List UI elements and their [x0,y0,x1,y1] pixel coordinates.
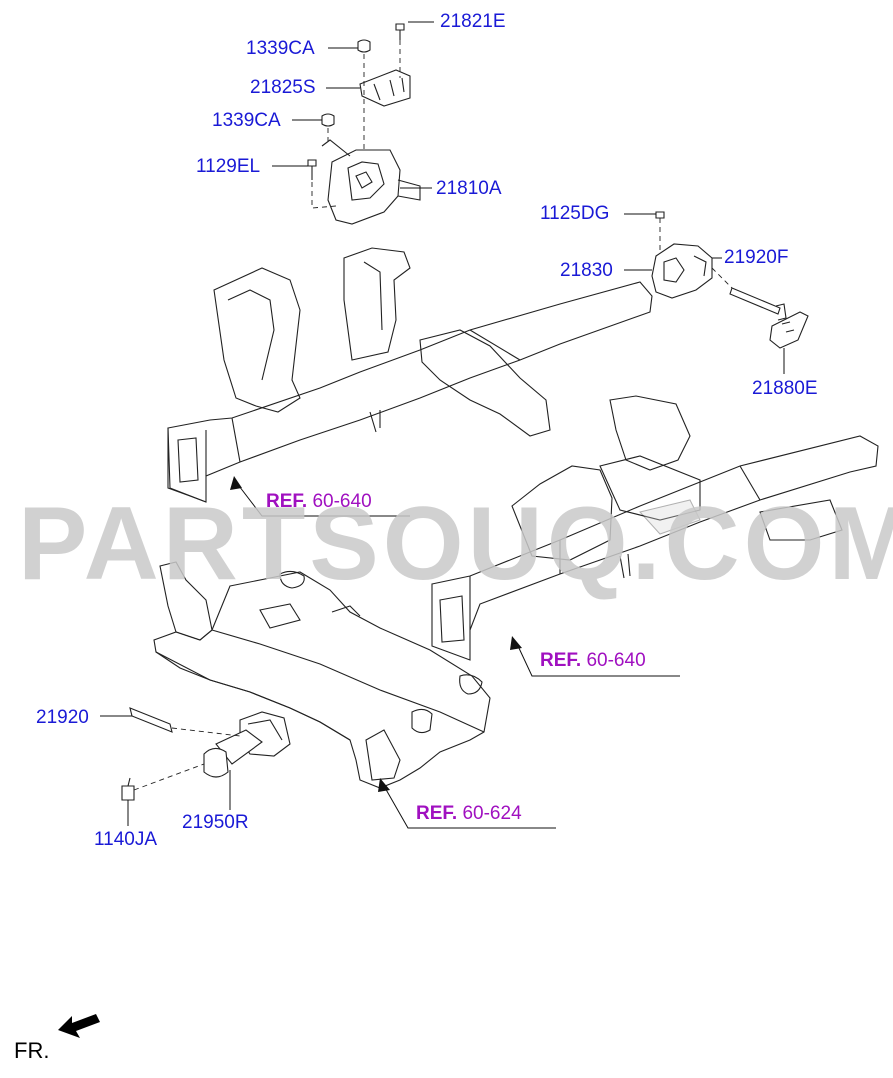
part-label-1125dg[interactable]: 1125DG [540,203,610,224]
ref-prefix: REF. [416,803,458,824]
part-label-21830[interactable]: 21830 [560,260,613,281]
part-label-21920f[interactable]: 21920F [724,247,789,268]
part-label-21810a[interactable]: 21810A [436,178,502,199]
part-label-1339ca-top[interactable]: 1339CA [246,38,315,59]
part-label-1129el[interactable]: 1129EL [196,156,261,177]
ref-link-60-640-upper[interactable]: REF. 60-640 [266,492,372,511]
transmission-mount-21830 [651,211,809,349]
ref-number: 60-624 [462,803,522,824]
leader-lines [100,21,785,829]
sub-frame [153,561,491,789]
part-label-1339ca-mid[interactable]: 1339CA [212,110,281,131]
ref-prefix: REF. [540,650,582,671]
part-label-21950r[interactable]: 21950R [182,812,249,833]
engine-mount-21810a [307,23,421,225]
part-label-21825s[interactable]: 21825S [250,77,316,98]
ref-link-60-624[interactable]: REF. 60-624 [416,804,522,823]
part-label-21920[interactable]: 21920 [36,707,89,728]
direction-label: FR. [14,1038,50,1063]
part-label-1140ja[interactable]: 1140JA [94,829,158,850]
ref-number: 60-640 [586,650,646,671]
ref-prefix: REF. [266,491,308,512]
part-label-21880e[interactable]: 21880E [752,378,818,399]
ref-number: 60-640 [312,491,372,512]
left-frame-rail [167,247,653,503]
arrow-left-down-icon [58,1014,100,1038]
roll-mount-21950r [121,707,291,801]
watermark: PARTSOUQ.COM [18,486,893,602]
ref-link-60-640-lower[interactable]: REF. 60-640 [540,651,646,670]
right-frame-rail [431,395,879,661]
part-label-21821e[interactable]: 21821E [440,11,506,32]
